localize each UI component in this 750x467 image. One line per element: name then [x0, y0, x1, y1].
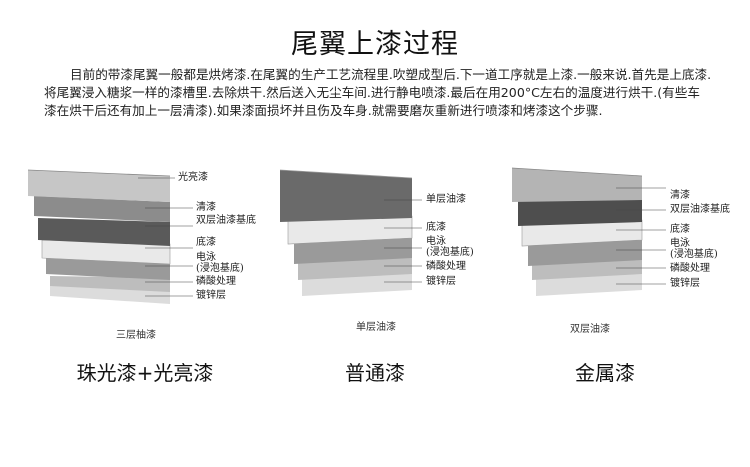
- layer-stack-illustration: [279, 169, 422, 296]
- label-phosphate: 磷酸处理: [426, 261, 466, 272]
- label-primer: 底漆: [196, 237, 216, 248]
- diagram-single-layer: 单层油漆 底漆 电泳 (浸泡基底) 磷酸处理 镀锌层 单层油漆: [272, 158, 502, 348]
- layer-clearcoat: [34, 196, 170, 222]
- label-clearcoat: 清漆: [670, 190, 690, 201]
- layer-e-coat: [46, 258, 170, 280]
- page-title: 尾翼上漆过程: [291, 29, 459, 60]
- layer-basecoat: [38, 218, 170, 246]
- paint-type-normal: 普通漆: [345, 361, 405, 385]
- diagram-caption: 双层油漆: [570, 324, 610, 335]
- label-e-coat: 电泳: [196, 252, 216, 263]
- label-zinc: 镀锌层: [670, 278, 700, 289]
- intro-paragraph: 目前的带漆尾翼一般都是烘烤漆.在尾翼的生产工艺流程里.吹塑成型后.下一道工序就是…: [44, 66, 712, 120]
- layer-gloss: [28, 170, 170, 202]
- label-e-coat: 电泳: [426, 236, 446, 247]
- label-e-coat-note: (浸泡基底): [426, 247, 474, 258]
- label-zinc: 镀锌层: [426, 276, 456, 287]
- label-e-coat-note: (浸泡基底): [670, 249, 718, 260]
- label-basecoat: 双层油漆基底: [670, 204, 730, 215]
- label-phosphate: 磷酸处理: [670, 263, 710, 274]
- layer-clearcoat: [512, 168, 642, 202]
- label-e-coat: 电泳: [670, 238, 690, 249]
- layer-single-paint: [280, 170, 412, 222]
- label-primer: 底漆: [670, 224, 690, 235]
- label-zinc: 镀锌层: [196, 290, 226, 301]
- diagram-caption: 三层柚漆: [116, 330, 156, 341]
- diagram-three-layer: 光亮漆 清漆 双层油漆基底 底漆 电泳 (浸泡基底) 磷酸处理 镀锌层 三层柚漆: [20, 158, 270, 348]
- layer-basecoat: [518, 198, 642, 226]
- label-gloss: 光亮漆: [178, 172, 208, 183]
- layer-phosphate: [50, 276, 170, 292]
- diagram-double-layer: 清漆 双层油漆基底 底漆 电泳 (浸泡基底) 磷酸处理 镀锌层 双层油漆: [506, 158, 742, 348]
- layer-e-coat: [528, 238, 642, 266]
- layer-stack-illustration: [511, 167, 666, 296]
- label-phosphate: 磷酸处理: [196, 276, 236, 287]
- paint-type-metallic: 金属漆: [575, 361, 635, 385]
- label-e-coat-note: (浸泡基底): [196, 263, 244, 274]
- label-single-paint: 单层油漆: [426, 194, 466, 205]
- label-clearcoat: 清漆: [196, 202, 216, 213]
- layer-e-coat: [294, 236, 412, 264]
- layer-stack-illustration: [27, 169, 193, 304]
- intro-text: 目前的带漆尾翼一般都是烘烤漆.在尾翼的生产工艺流程里.吹塑成型后.下一道工序就是…: [44, 67, 712, 118]
- label-basecoat: 双层油漆基底: [196, 215, 256, 226]
- label-primer: 底漆: [426, 222, 446, 233]
- paint-type-pearl-gloss: 珠光漆+光亮漆: [76, 361, 214, 385]
- diagram-caption: 单层油漆: [356, 322, 396, 333]
